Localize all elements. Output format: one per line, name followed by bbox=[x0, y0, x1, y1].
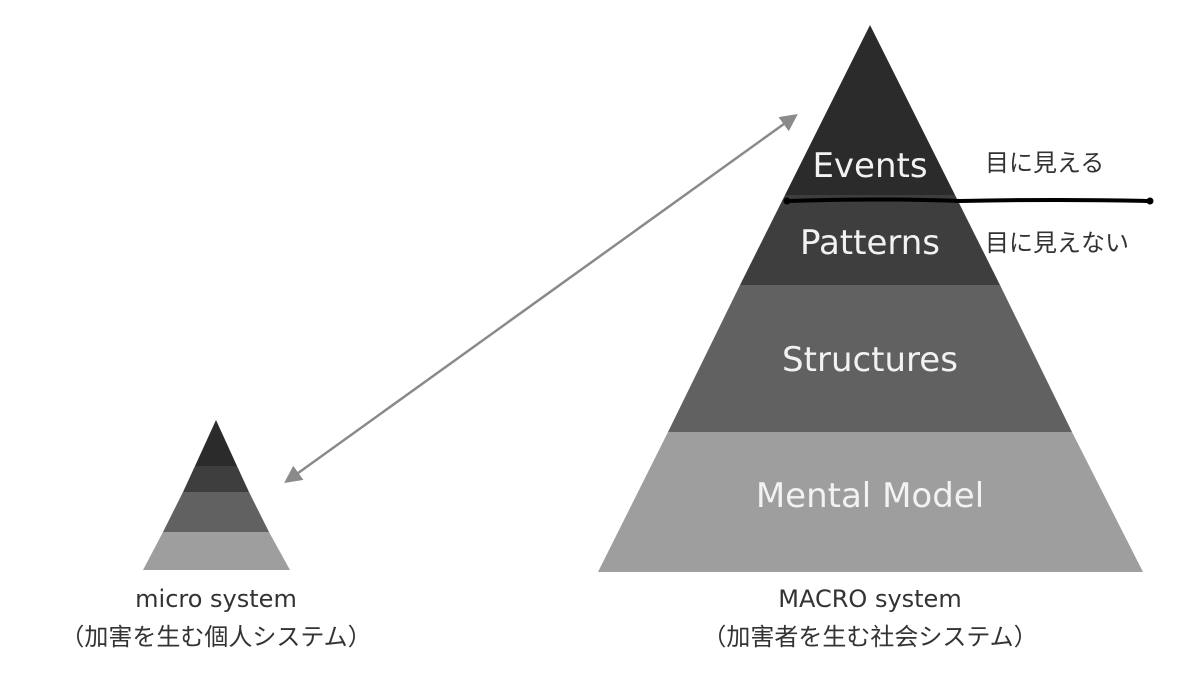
micro-layer-1 bbox=[195, 420, 237, 466]
micro-caption-subtitle: （加害を生む個人システム） bbox=[60, 623, 371, 651]
visible-label: 目に見える bbox=[985, 149, 1104, 177]
micro-caption-title: micro system bbox=[135, 585, 297, 613]
macro-layer-structures-label: Structures bbox=[782, 340, 958, 380]
macro-layer-events-label: Events bbox=[812, 146, 927, 186]
macro-layer-mental-model-label: Mental Model bbox=[756, 476, 984, 516]
macro-layer-patterns bbox=[740, 195, 1000, 285]
micro-macro-connector-arrow bbox=[284, 113, 798, 484]
visibility-line bbox=[785, 197, 1152, 204]
macro-caption-title: MACRO system bbox=[778, 585, 961, 613]
macro-caption-subtitle: （加害者を生む社会システム） bbox=[702, 623, 1037, 651]
macro-layer-patterns-label: Patterns bbox=[800, 223, 940, 263]
visibility-line-end-dot bbox=[1146, 197, 1154, 205]
micro-pyramid bbox=[143, 420, 290, 570]
visibility-line-start-dot bbox=[783, 197, 791, 205]
micro-layer-3 bbox=[163, 492, 269, 532]
invisible-label: 目に見えない bbox=[985, 229, 1129, 257]
micro-layer-2 bbox=[183, 466, 249, 492]
macro-layer-events bbox=[785, 25, 955, 195]
micro-layer-4 bbox=[143, 532, 290, 570]
macro-pyramid: Events Patterns Structures Mental Model bbox=[598, 25, 1143, 572]
